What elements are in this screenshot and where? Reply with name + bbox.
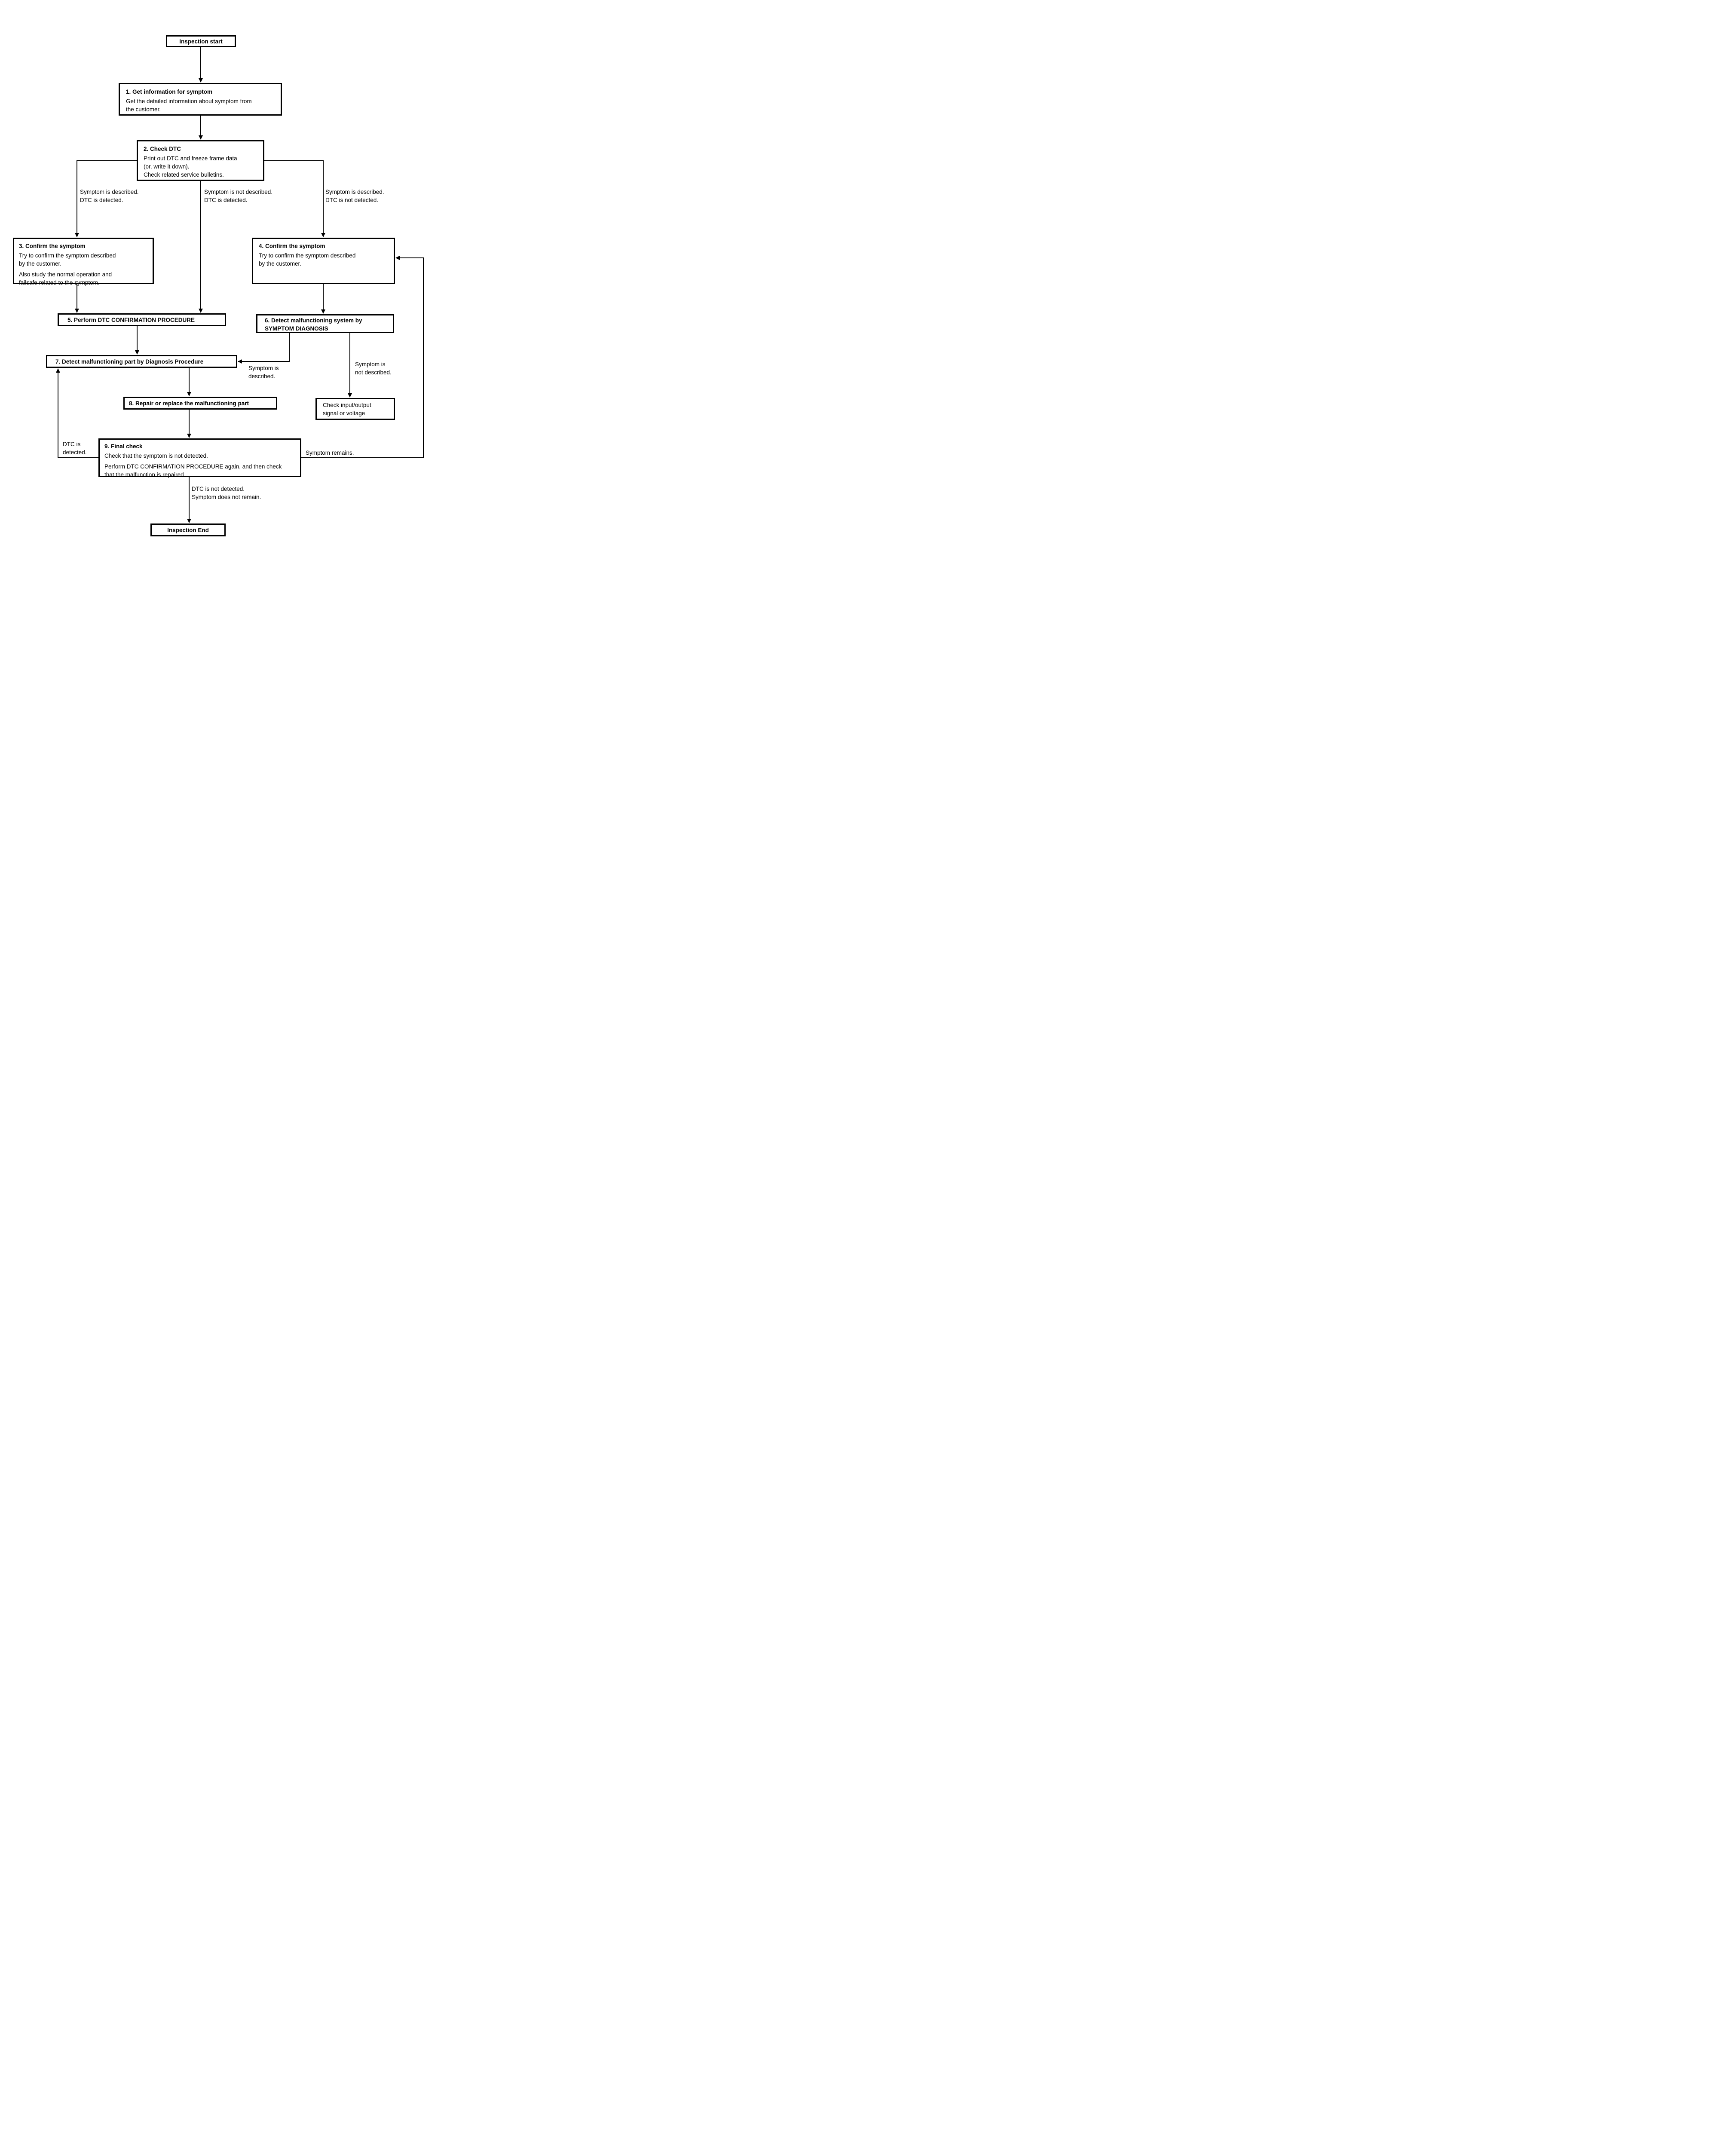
edge-label-dtc-detected: DTC is detected. [63, 441, 87, 456]
node-body: Get the detailed information about sympt… [126, 98, 252, 113]
edge-9-to-4-loop [301, 256, 424, 458]
node-title: 2. Check DTC [144, 146, 181, 152]
node-title: 8. Repair or replace the malfunctioning … [129, 400, 249, 407]
node-inspection-end: Inspection End [150, 523, 226, 536]
node-body: Try to confirm the symptom described by … [19, 252, 116, 267]
node-title: 4. Confirm the symptom [259, 243, 325, 249]
edge-label-symptom-remains: Symptom remains. [306, 450, 354, 456]
flow-connectors [56, 47, 424, 523]
edge-2-to-4 [264, 160, 325, 237]
node-step9-final-check: 9. Final check Check that the symptom is… [98, 438, 301, 478]
node-title: 7. Detect malfunctioning part by Diagnos… [55, 358, 204, 365]
node-step2-check-dtc: 2. Check DTC Print out DTC and freeze fr… [137, 140, 264, 181]
edge-label-symptom-not-described: Symptom is not described. [355, 361, 392, 376]
node-body: Try to confirm the symptom described by … [259, 252, 356, 267]
edge-label-symptom-not-described-dtc-detected: Symptom is not described. DTC is detecte… [204, 189, 273, 203]
node-step7-detect-malfunctioning-part: 7. Detect malfunctioning part by Diagnos… [46, 355, 237, 368]
node-title: 6. Detect malfunctioning system by SYMPT… [265, 317, 362, 332]
node-title: 9. Final check [104, 443, 143, 450]
edge-2-to-3 [75, 160, 137, 237]
node-body: Print out DTC and freeze frame data (or,… [144, 155, 237, 178]
edge-label-symptom-described-dtc-not-detected: Symptom is described. DTC is not detecte… [325, 189, 384, 203]
edge-label-symptom-described: Symptom is described. [248, 365, 279, 380]
node-label: Inspection End [167, 527, 209, 533]
node-body: Perform DTC CONFIRMATION PROCEDURE again… [104, 463, 282, 478]
node-inspection-start: Inspection start [166, 35, 236, 47]
node-check-input-output: Check input/output signal or voltage [315, 398, 395, 420]
node-step4-confirm-symptom: 4. Confirm the symptom Try to confirm th… [252, 238, 395, 284]
node-label: Check input/output signal or voltage [323, 401, 371, 416]
node-title: 1. Get information for symptom [126, 89, 213, 95]
node-body: Also study the normal operation and fail… [19, 271, 112, 286]
node-title: 3. Confirm the symptom [19, 243, 86, 249]
node-title: 5. Perform DTC CONFIRMATION PROCEDURE [67, 316, 195, 323]
edge-9-to-7-loop [56, 368, 98, 458]
node-step6-symptom-diagnosis: 6. Detect malfunctioning system by SYMPT… [256, 314, 394, 333]
node-step3-confirm-symptom: 3. Confirm the symptom Try to confirm th… [13, 238, 154, 286]
edge-6-to-7 [238, 333, 290, 364]
edge-label-dtc-not-detected: DTC is not detected. Symptom does not re… [192, 486, 261, 500]
node-body: Check that the symptom is not detected. [104, 453, 208, 459]
node-step1-get-information: 1. Get information for symptom Get the d… [119, 83, 282, 116]
trouble-diagnosis-flowchart: Inspection start 1. Get information for … [0, 0, 434, 588]
edge-label-symptom-described-dtc-detected: Symptom is described. DTC is detected. [80, 189, 139, 203]
node-step8-repair-or-replace: 8. Repair or replace the malfunctioning … [123, 397, 277, 410]
node-step5-dtc-confirmation-procedure: 5. Perform DTC CONFIRMATION PROCEDURE [58, 313, 226, 326]
node-label: Inspection start [179, 38, 223, 45]
